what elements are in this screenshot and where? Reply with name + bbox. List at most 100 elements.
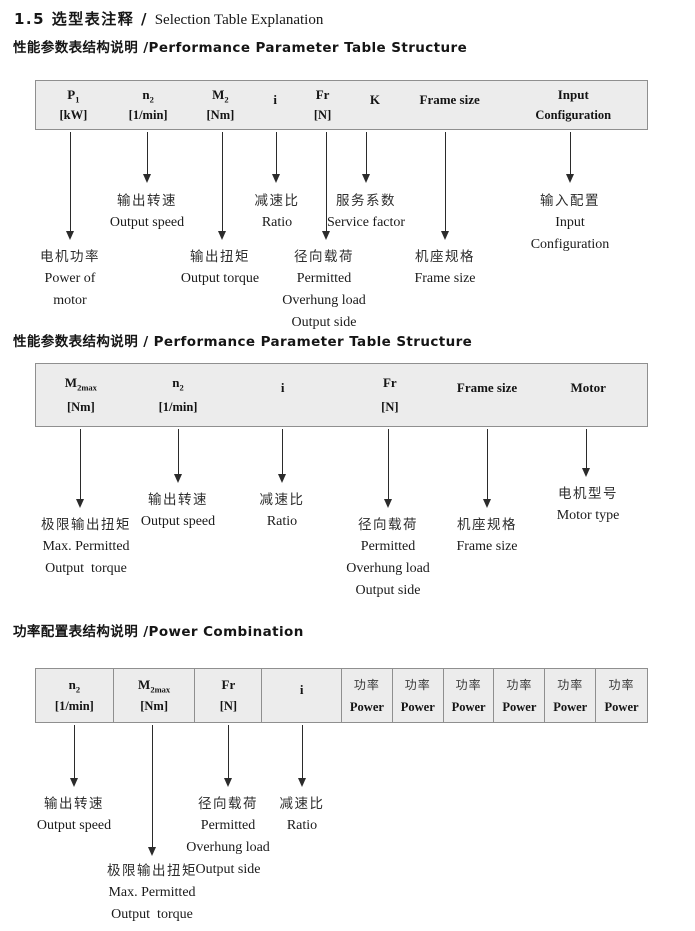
section2-heading: 性能参数表结构说明 / Performance Parameter Table … [13, 334, 473, 350]
i-down-arrow-icon [296, 725, 308, 787]
col-symbol: Fr [222, 677, 236, 692]
m2-down-arrow-icon [216, 132, 228, 240]
n2-down-arrow-icon [68, 725, 80, 787]
callout-overhung-load: 径向载荷 Permitted Overhung load Output side [153, 793, 303, 881]
col-symbol: Fr [316, 87, 330, 102]
callout-en: Output torque [111, 907, 193, 922]
callout-en: Permitted [296, 271, 352, 286]
callout-zh: 输出扭矩 [190, 249, 250, 265]
section3-heading: 功率配置表结构说明 /Power Combination [13, 624, 304, 640]
i-down-arrow-icon [270, 132, 282, 183]
col-symbol: i [300, 682, 304, 697]
col-symbol: n2 [69, 677, 80, 694]
callout-zh: 径向载荷 [294, 249, 354, 265]
callout-en: Motor type [556, 508, 620, 523]
col-power-3: 功率 Power [444, 669, 495, 722]
col-symbol: M2 [212, 87, 229, 105]
callout-en: Overhung load [346, 561, 430, 576]
col-unit: [N] [313, 108, 332, 122]
fr-down-arrow-icon [382, 429, 394, 508]
callout-en: Frame size [414, 271, 476, 286]
callout-en: Max. Permitted [42, 539, 130, 554]
col-n2: n2 [1/min] [111, 81, 186, 129]
callout-zh: 输出转速 [148, 492, 208, 508]
col-unit: [N] [219, 699, 238, 714]
col-symbol: Frame size [420, 92, 480, 107]
col-symbol: P1 [67, 87, 79, 104]
col-symbol: n2 [142, 87, 154, 105]
callout-en: Overhung load [186, 840, 270, 855]
callout-zh: 极限输出扭矩 [107, 863, 197, 879]
col-symbol-text: i [280, 379, 285, 395]
n2-down-arrow-icon [172, 429, 184, 483]
col-symbol: Input [558, 87, 589, 102]
col-symbol: i [273, 92, 277, 107]
col-symbol-text: n [172, 374, 180, 390]
callout-max-output-torque: 极限输出扭矩 Max. Permitted Output torque [11, 514, 161, 580]
col-symbol-text: i [299, 681, 304, 697]
callout-output-speed: 输出转速 Output speed [0, 793, 149, 837]
callout-en: Overhung load [282, 293, 366, 308]
col-unit: [Nm] [66, 400, 95, 415]
callout-overhung-load: 径向载荷 Permitted Overhung load Output side [249, 246, 399, 334]
callout-zh: 服务系数 [336, 193, 396, 209]
callout-en: Output side [355, 583, 421, 598]
col-symbol-text: Motor [570, 379, 606, 395]
col-symbol-text: Fr [221, 676, 236, 692]
m2max-down-arrow-icon [146, 725, 158, 856]
callout-zh: 输入配置 [540, 193, 600, 209]
col-power-en: Power [553, 700, 588, 714]
col-motor: Motor [529, 364, 647, 426]
col-power-2: 功率 Power [393, 669, 444, 722]
col-symbol: Fr [383, 375, 397, 390]
col-power-en: Power [400, 700, 435, 714]
callout-frame-size: 机座规格 Frame size [370, 246, 520, 290]
col-symbol: i [281, 380, 285, 395]
col-power-zh: 功率 [455, 678, 482, 692]
callout-motor-type: 电机型号 Motor type [513, 483, 663, 527]
col-symbol: Motor [570, 380, 605, 395]
col-i: i [262, 669, 342, 722]
callout-en: Output speed [36, 818, 112, 833]
col-unit: Configuration [535, 108, 612, 122]
col-subscript: 2max [77, 382, 97, 393]
col-power-1: 功率 Power [342, 669, 393, 722]
callout-en: Permitted [360, 539, 416, 554]
callout-en: Permitted [200, 818, 256, 833]
n2-down-arrow-icon [141, 132, 153, 183]
col-power-zh: 功率 [557, 678, 584, 692]
fr-down-arrow-icon [320, 132, 332, 240]
col-power-en: Power [451, 700, 486, 714]
page-title-zh: 1.5 选型表注释 / [14, 10, 155, 28]
callout-input-configuration: 输入配置 Input Configuration [495, 190, 645, 256]
callout-zh: 输出转速 [44, 796, 104, 812]
col-symbol-text: M [64, 374, 78, 390]
col-subscript: 2 [224, 94, 229, 105]
performance-table-2: M2max [Nm] n2 [1/min] i Fr [N] Frame siz… [35, 363, 648, 427]
frame-size-down-arrow-icon [481, 429, 493, 508]
col-m2max: M2max [Nm] [114, 669, 196, 722]
callout-en: Power of [44, 271, 96, 286]
callout-en: Max. Permitted [108, 885, 196, 900]
col-power-en: Power [502, 700, 537, 714]
col-power-zh: 功率 [608, 678, 635, 692]
col-input-configuration: Input Configuration [499, 81, 647, 129]
col-n2: n2 [1/min] [36, 669, 114, 722]
callout-zh: 机座规格 [415, 249, 475, 265]
col-symbol-text: Frame size [419, 92, 480, 107]
col-subscript: 2max [150, 684, 171, 695]
col-unit: [1/min] [128, 108, 168, 122]
col-subscript: 2 [149, 94, 154, 105]
col-power-en: Power [604, 700, 639, 714]
col-symbol-text: M [138, 676, 151, 692]
callout-zh: 减速比 [279, 796, 325, 812]
col-unit: [Nm] [206, 108, 235, 122]
col-unit: [1/min] [158, 400, 198, 415]
m2max-down-arrow-icon [74, 429, 86, 508]
col-m2: M2 [Nm] [186, 81, 256, 129]
col-subscript: 2 [179, 382, 184, 393]
callout-en: Service factor [326, 215, 406, 230]
callout-zh: 径向载荷 [358, 517, 418, 533]
col-symbol: M2max [138, 676, 171, 695]
